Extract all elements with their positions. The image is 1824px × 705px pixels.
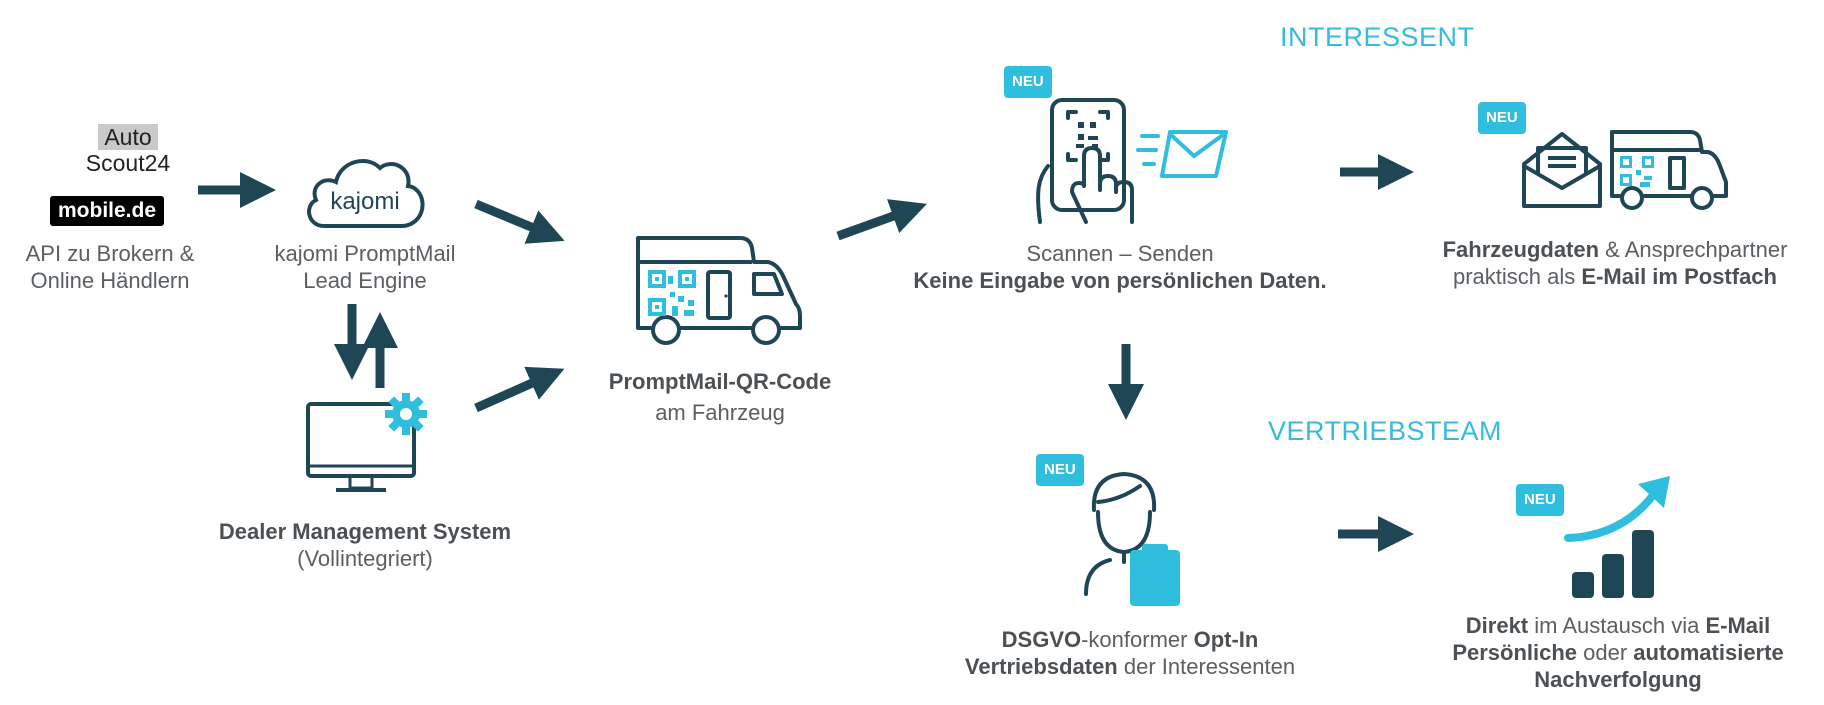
kajomi-caption: kajomi PromptMail Lead Engine [250, 240, 480, 294]
optin-caption: DSGVO-konformer Opt-In Vertriebsdaten de… [930, 626, 1330, 680]
kajomi-caption-line2: Lead Engine [303, 268, 427, 293]
direct-text1: im Austausch via [1528, 613, 1706, 638]
sources-caption: API zu Brokern & Online Händlern [10, 240, 210, 294]
scan-line1: Scannen – Senden [1026, 241, 1214, 266]
arrow-dms-to-qr [474, 366, 565, 413]
camper-qr-icon [636, 236, 802, 345]
direct-bold4: automatisierte [1633, 640, 1784, 665]
autoscout-line1: Auto [98, 124, 158, 150]
arrow-kajomi-to-qr [474, 199, 565, 244]
direct-bold3: Persönliche [1452, 640, 1578, 665]
optin-bold3: Vertriebsdaten [964, 654, 1118, 679]
gear-icon [385, 393, 427, 435]
mobile-de-logo: mobile.de [50, 196, 165, 226]
direct-bold2: E-Mail [1705, 613, 1771, 638]
sources-caption-line1: API zu Brokern & [25, 241, 195, 266]
direct-text3: oder [1577, 640, 1634, 665]
email-bold2: E-Mail im Postfach [1581, 264, 1777, 289]
neu-badge-direct: NEU [1516, 484, 1564, 516]
dms-subtitle: (Vollintegriert) [297, 546, 433, 571]
optin-text1: -konformer [1081, 627, 1194, 652]
email-bold1: Fahrzeugdaten [1442, 237, 1600, 262]
direct-bold1: Direkt [1465, 613, 1529, 638]
kajomi-logo-text: kajomi [330, 188, 400, 215]
envelope-camper-icon [1522, 130, 1728, 210]
scan-line2: Keine Eingabe von persönlichen Daten. [913, 268, 1327, 293]
growth-chart-icon [1564, 476, 1670, 598]
optin-text3: der Interessenten [1117, 654, 1296, 679]
person-clipboard-icon [1084, 472, 1180, 606]
arrow-qr-to-scan [836, 199, 927, 241]
neu-badge-optin: NEU [1036, 454, 1084, 486]
optin-bold2: Opt-In [1193, 627, 1259, 652]
direct-bold5: Nachverfolgung [1534, 667, 1702, 692]
phone-scan-icon [1036, 98, 1134, 224]
mail-send-icon [1136, 130, 1228, 178]
dms-title: Dealer Management System [218, 519, 512, 544]
optin-bold1: DSGVO [1001, 627, 1082, 652]
scan-caption: Scannen – Senden Keine Eingabe von persö… [890, 240, 1350, 294]
qr-subtitle: am Fahrzeug [655, 400, 785, 425]
heading-vertriebsteam: VERTRIEBSTEAM [1268, 416, 1503, 446]
dms-caption: Dealer Management System (Vollintegriert… [190, 518, 540, 572]
qr-caption: PromptMail-QR-Code am Fahrzeug [560, 368, 880, 431]
autoscout24-logo: Auto Scout24 [68, 124, 188, 176]
neu-badge-email: NEU [1478, 102, 1526, 134]
monitor-icon [306, 402, 416, 492]
direct-caption: Direkt im Austausch via E-Mail Persönlic… [1418, 612, 1818, 693]
kajomi-cloud-icon [307, 158, 425, 228]
sources-caption-line2: Online Händlern [30, 268, 190, 293]
email-text2: praktisch als [1453, 264, 1582, 289]
autoscout-line2: Scout24 [85, 150, 171, 176]
kajomi-caption-line1: kajomi PromptMail [274, 241, 456, 266]
email-text1: & Ansprechpartner [1599, 237, 1788, 262]
email-caption: Fahrzeugdaten & Ansprechpartner praktisc… [1410, 236, 1820, 290]
neu-badge-scan: NEU [1004, 66, 1052, 98]
heading-interessent: INTERESSENT [1280, 22, 1475, 52]
qr-title: PromptMail-QR-Code [608, 369, 832, 394]
